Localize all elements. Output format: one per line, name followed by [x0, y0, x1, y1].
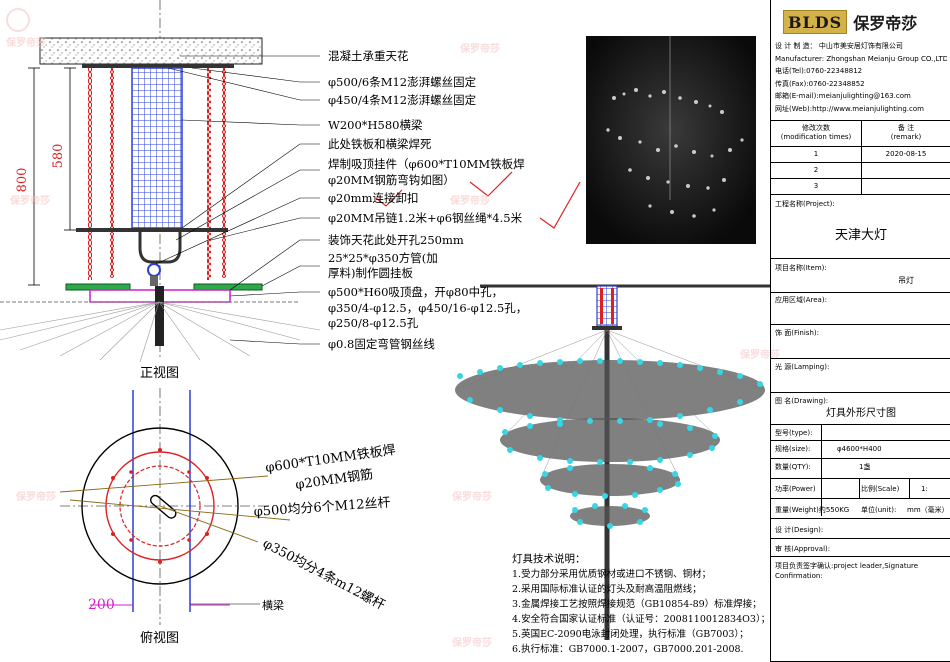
confirm-label: 项目负责签字确认:project leader,Signature	[775, 562, 919, 570]
callout-disc-1: φ500*H60吸顶盘，开φ80中孔，	[328, 285, 503, 299]
top-view-title: 俯视图	[140, 630, 179, 646]
grid-beam	[131, 67, 183, 229]
item-label: 项目名称(Item):	[775, 264, 827, 272]
callout-square-tube-2: 厚料)制作圆挂板	[328, 266, 413, 280]
company-email: 邮箱(E-mail):meianjulighting@163.com	[775, 92, 911, 100]
mod-row-num: 2	[813, 166, 819, 174]
callout-square-tube-1: 25*25*φ350方管(加	[328, 251, 438, 265]
company-name-en: Manufacturer: Zhongshan Meianju Group CO…	[775, 54, 947, 63]
callout-chain: φ20MM吊链1.2米+φ6钢丝绳*4.5米	[328, 211, 523, 225]
remark-header: 备 注 (remark)	[890, 124, 922, 141]
finish-label: 饰 面(Finish):	[775, 329, 819, 337]
logo-chinese: 保罗帝莎	[853, 14, 918, 33]
lamping-label: 光 源(Lamping):	[775, 363, 830, 371]
top-view-beam-label: 横梁	[262, 598, 284, 612]
dim-580: 580	[51, 144, 66, 169]
callout-hanger-2: φ20MM钢筋弯钩如图）	[328, 173, 455, 187]
drawing-value: 灯具外形尺寸图	[826, 408, 896, 419]
ring-plate-left	[65, 283, 131, 291]
area-label: 应用区域(Area):	[775, 296, 827, 304]
callout-beam: W200*H580横梁	[328, 118, 423, 132]
drawing-label: 图 名(Drawing):	[775, 397, 829, 405]
mod-header: 修改次数 (modification times)	[780, 124, 852, 141]
tech-note-3: 3.金属焊接工艺按照焊接规范（GB10854-89）标准焊接；	[512, 598, 762, 610]
scale-label: 比例(Scale)	[861, 485, 900, 493]
company-name: 设 计 制 造： 中山市美安居灯饰有限公司	[775, 42, 903, 50]
tech-note-6: 6.执行标准：GB7000.1-2007，GB7000.201-2008.	[512, 643, 744, 655]
callout-hanger-1: 焊制吸顶挂件（φ600*T10MM铁板焊	[328, 157, 525, 171]
callout-ceiling: 混凝土承重天花	[328, 49, 409, 63]
callout-450-screws: φ450/4条M12澎湃螺丝固定	[328, 93, 477, 107]
weight-label: 重量(Weight)约550KG	[775, 506, 850, 514]
dim-800: 800	[15, 168, 30, 193]
tech-note-4: 4.安全符合国家认证标准（认证号：2008110012834O3）；	[512, 613, 770, 625]
callout-disc-3: φ250/8-φ12.5孔	[328, 316, 419, 330]
item-value: 吊灯	[898, 276, 914, 285]
size-label: 规格(size):	[775, 445, 811, 453]
mod-row-num: 1	[813, 150, 819, 158]
brand-logo: BLDS 保罗帝莎	[783, 8, 917, 36]
company-tel: 电话(Tel):0760-22348812	[775, 67, 863, 75]
company-fax: 传真(Fax):0760-22348852	[775, 79, 865, 88]
unit-label: 单位(unit):	[861, 506, 897, 514]
mod-row-remark: 2020-08-15	[885, 150, 927, 158]
design-label: 设 计(Design):	[775, 526, 824, 534]
front-view-title: 正视图	[140, 366, 179, 381]
unit-value: mm（毫米）	[907, 506, 949, 514]
callout-shackle: φ20mm连接卸扣	[328, 191, 419, 205]
tech-notes-title: 灯具技术说明：	[512, 552, 586, 565]
concrete-ceiling	[39, 37, 263, 65]
qty-label: 数量(QTY):	[775, 463, 811, 471]
tech-note-1: 1.受力部分采用优质钢材或进口不锈钢、铜材；	[512, 568, 711, 580]
mod-row-num: 3	[813, 182, 819, 190]
title-block: BLDS 保罗帝莎 设 计 制 造： 中山市美安居灯饰有限公司 Manufact…	[770, 0, 950, 662]
hanging-chain-right	[207, 68, 211, 280]
callout-weld: 此处铁板和横梁焊死	[328, 137, 432, 151]
ring-plate-right	[193, 283, 263, 291]
company-web: 网址(Web):http://www.meianjulighting.com	[775, 104, 924, 113]
outer-plate-circle	[81, 427, 239, 585]
chandelier-elevation	[454, 284, 770, 640]
scale-value: 1:	[921, 485, 928, 493]
approval-label: 审 核(Approval):	[775, 545, 831, 553]
tech-note-2: 2.采用国际标准认证的灯头及耐高温阻燃线；	[512, 583, 702, 595]
logo-letters: BLDS	[788, 12, 843, 32]
callout-wire: φ0.8固定弯管钢丝线	[328, 337, 435, 351]
size-value: φ4600*H400	[837, 445, 882, 453]
company-info: 设 计 制 造： 中山市美安居灯饰有限公司 Manufacturer: Zhon…	[775, 40, 947, 115]
project-value: 天津大灯	[834, 228, 887, 243]
front-view	[0, 0, 581, 363]
chandelier-photo	[586, 36, 756, 244]
top-view	[59, 388, 291, 625]
callout-ceiling-hole: 装饰天花此处开孔250mm	[328, 233, 464, 247]
top-view-label-500: φ500均分6个M12丝杆	[253, 495, 391, 520]
tech-note-5: 5.英国EC-2090电泳封闭处理，执行标准（GB7003）；	[512, 628, 749, 640]
project-label: 工程名称(Project):	[775, 200, 835, 208]
power-label: 功率(Power)	[775, 485, 816, 493]
technical-drawing: 580 800 混凝土承重天花 φ500/6条M12澎湃螺丝固定 φ450/4条…	[0, 0, 770, 655]
top-view-label-600a: φ600*T10MM铁板焊	[264, 442, 396, 476]
top-view-dim-200: 200	[88, 597, 115, 613]
callout-disc-2: φ350/4-φ12.5，φ450/16-φ12.5孔，	[328, 301, 527, 315]
confirm-label-2: Confirmation:	[775, 572, 823, 580]
hanging-chain-left	[88, 68, 92, 280]
qty-value: 1盏	[859, 463, 871, 471]
callout-500-screws: φ500/6条M12澎湃螺丝固定	[328, 75, 477, 89]
type-label: 型号(type):	[775, 429, 813, 437]
